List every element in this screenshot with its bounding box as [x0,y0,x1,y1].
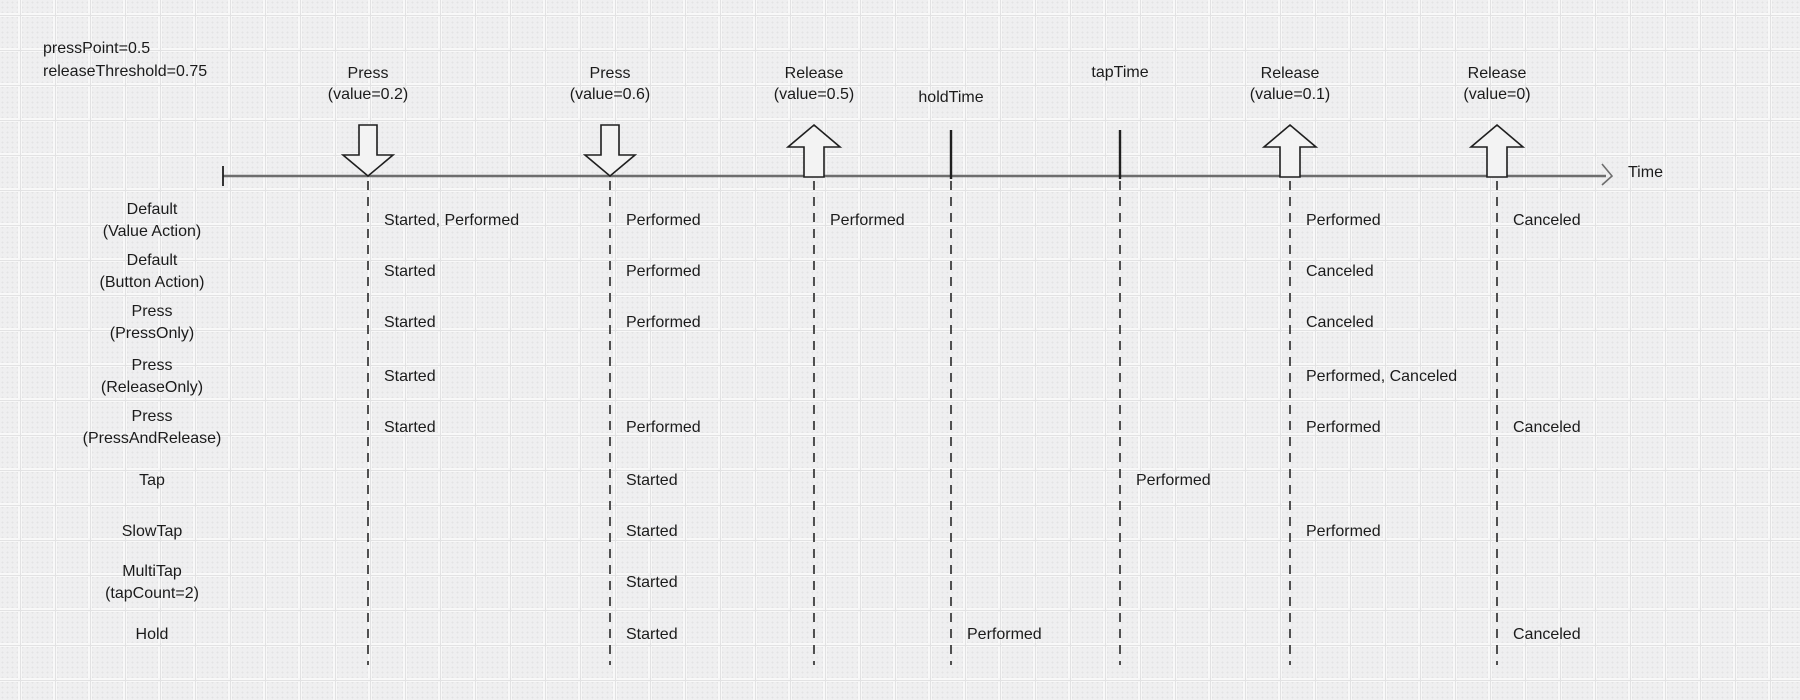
event-cell-text: Performed [626,419,701,436]
row-label: Press (ReleaseOnly) [101,355,203,399]
event-label-line: Press [589,65,631,82]
event-cell-text: Canceled [1513,626,1581,643]
event-label-line: Release [1467,65,1527,82]
event-cell-text: Canceled [1306,314,1374,331]
time-marker-label: tapTime [1091,62,1148,83]
row-label-line: MultiTap [122,563,182,580]
row-label-line: Default [126,201,178,218]
release-up-arrow-marker [785,123,843,178]
event-cell-text: Started [384,263,436,280]
time-marker-label: holdTime [918,87,983,108]
event-cell-text: Canceled [1306,263,1374,280]
event-label-line: Press [347,65,389,82]
event-marker-label: Press (value=0.2) [328,63,409,105]
release-up-arrow-marker [1468,123,1526,178]
axis-arrowhead-icon [1601,163,1614,186]
config-note: pressPoint=0.5 releaseThreshold=0.75 [43,37,207,83]
event-cell-text: Started [384,314,436,331]
row-label: Press (PressOnly) [110,301,194,345]
event-cell-text: Started [626,523,678,540]
release-up-arrow-marker [1261,123,1319,178]
row-label-line: (ReleaseOnly) [100,379,204,396]
row-label-line: (PressAndRelease) [82,430,222,447]
row-label: Default (Value Action) [103,199,201,243]
event-cell-text: Performed [1136,472,1211,489]
event-cell-text: Started [626,472,678,489]
press-down-arrow-marker [340,124,396,178]
event-label-line: holdTime [918,89,984,106]
row-label-line: (Value Action) [102,223,202,240]
config-release-threshold: releaseThreshold=0.75 [43,63,208,80]
row-label: MultiTap (tapCount=2) [105,561,199,605]
row-label-line: SlowTap [121,523,183,540]
row-label-line: (tapCount=2) [105,585,199,602]
event-marker-label: Release (value=0.5) [774,63,855,105]
event-marker-label: Press (value=0.6) [570,63,651,105]
event-cell-text: Performed [626,314,701,331]
event-cell-text: Performed, Canceled [1306,368,1458,385]
event-cell-text: Performed [1306,419,1381,436]
row-label: Tap [139,470,165,492]
event-cell-text: Performed [626,263,701,280]
config-presspoint: pressPoint=0.5 [43,40,151,57]
time-axis-label: Time [1628,164,1663,181]
row-label: SlowTap [122,521,182,543]
event-label-line: (value=0.5) [773,86,855,103]
event-cell-text: Performed [967,626,1042,643]
row-label-line: Tap [139,472,165,489]
event-label-line: (value=0) [1463,86,1531,103]
event-label-line: (value=0.2) [327,86,409,103]
event-cell-text: Started [384,419,436,436]
row-label-line: Default [126,252,178,269]
event-cell-text: Performed [830,212,905,229]
row-label-line: Press [131,357,173,374]
event-cell-text: Performed [1306,523,1381,540]
row-label: Press (PressAndRelease) [83,406,222,450]
event-cell-text: Performed [1306,212,1381,229]
event-marker-label: Release (value=0.1) [1250,63,1331,105]
event-cell-text: Canceled [1513,419,1581,436]
event-label-line: Release [1260,65,1320,82]
row-label-line: (Button Action) [99,274,205,291]
row-label-line: (PressOnly) [109,325,195,342]
event-marker-label: Release (value=0) [1463,63,1530,105]
event-cell-text: Started [384,368,436,385]
row-label-line: Hold [135,626,169,643]
event-cell-text: Canceled [1513,212,1581,229]
event-label-line: tapTime [1091,64,1149,81]
event-cell-text: Performed [626,212,701,229]
event-label-line: (value=0.6) [569,86,651,103]
row-label: Hold [136,624,169,646]
press-down-arrow-marker [582,124,638,178]
row-label-line: Press [131,408,173,425]
row-label: Default (Button Action) [100,250,205,294]
event-label-line: (value=0.1) [1249,86,1331,103]
event-cell-text: Started [626,626,678,643]
event-label-line: Release [784,65,844,82]
event-cell-text: Started [626,574,678,591]
row-label-line: Press [131,303,173,320]
event-cell-text: Started, Performed [384,212,520,229]
